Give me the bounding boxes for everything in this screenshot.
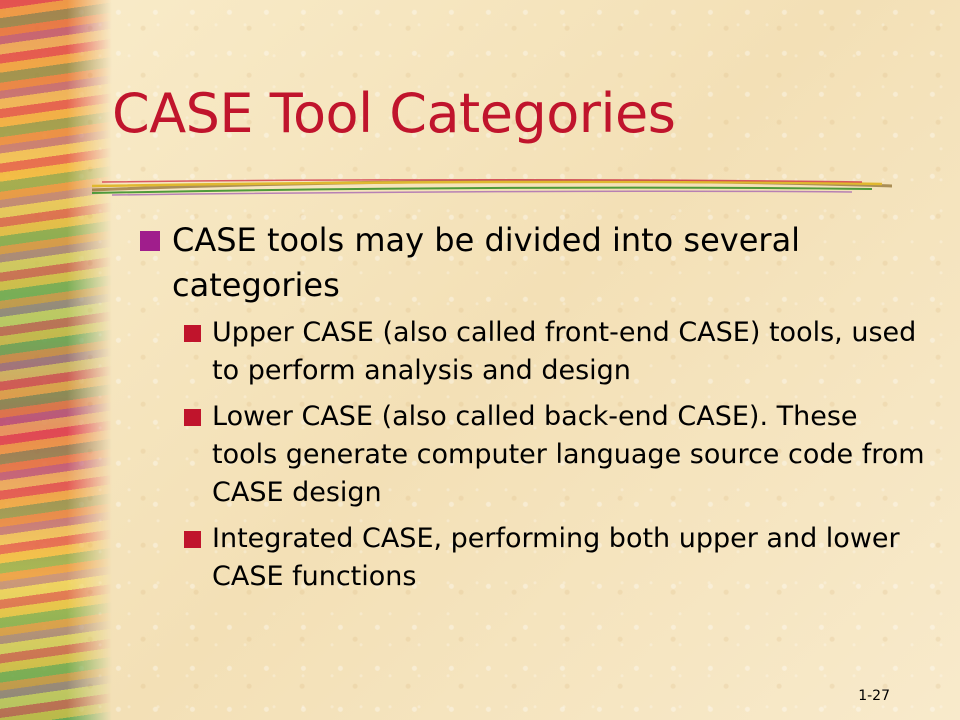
slide-content: CASE tools may be divided into several c… xyxy=(140,218,930,604)
bullet-level1: CASE tools may be divided into several c… xyxy=(140,218,930,308)
square-bullet-icon xyxy=(184,531,201,548)
square-bullet-icon xyxy=(184,325,201,342)
decorative-side-strip xyxy=(0,0,112,720)
slide-title: CASE Tool Categories xyxy=(112,82,676,145)
bullet-text: CASE tools may be divided into several c… xyxy=(172,221,801,304)
sub-bullet-list: Upper CASE (also called front-end CASE) … xyxy=(184,314,930,596)
square-bullet-icon xyxy=(140,231,160,251)
page-number: 1-27 xyxy=(858,688,890,704)
square-bullet-icon xyxy=(184,409,201,426)
sub-bullet-lower-case: Lower CASE (also called back-end CASE). … xyxy=(184,398,930,512)
sub-bullet-text: Integrated CASE, performing both upper a… xyxy=(212,523,900,592)
title-divider xyxy=(92,179,892,196)
sub-bullet-text: Upper CASE (also called front-end CASE) … xyxy=(212,317,917,386)
sub-bullet-upper-case: Upper CASE (also called front-end CASE) … xyxy=(184,314,930,390)
sub-bullet-text: Lower CASE (also called back-end CASE). … xyxy=(212,401,925,508)
sub-bullet-integrated-case: Integrated CASE, performing both upper a… xyxy=(184,520,930,596)
